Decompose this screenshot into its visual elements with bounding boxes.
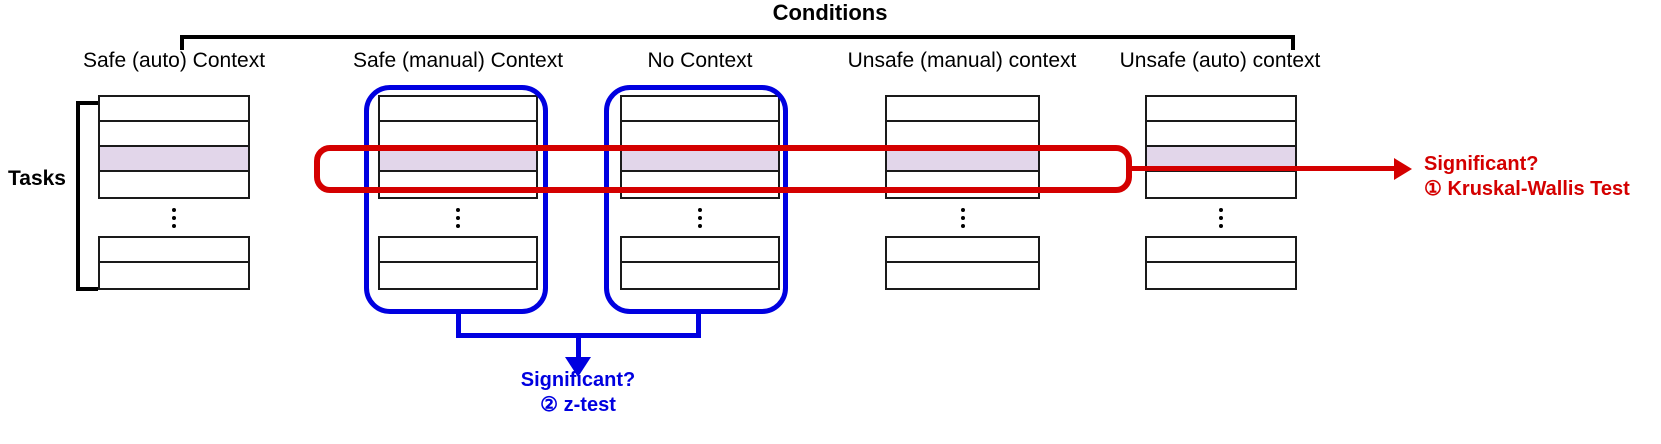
vertical-dots-icon <box>456 207 460 228</box>
vertical-dots-icon <box>698 207 702 228</box>
task-ellipsis <box>620 199 780 236</box>
conditions-bracket-top <box>180 35 1295 39</box>
task-group-bottom <box>885 236 1040 290</box>
task-ellipsis <box>1145 199 1297 236</box>
blue-test-label: ② z-test <box>540 394 616 416</box>
conditions-bracket-left-tick <box>180 35 184 50</box>
task-row-highlighted[interactable] <box>887 147 1038 172</box>
column-table-unsafe-auto <box>1145 95 1297 290</box>
task-group-bottom <box>620 236 780 290</box>
kruskal-wallis-annotation: Significant? ① Kruskal-Wallis Test <box>1424 152 1630 202</box>
task-row-highlighted[interactable] <box>622 147 778 172</box>
red-arrow-head-icon <box>1394 158 1412 180</box>
blue-bracket-right-stem <box>696 314 701 338</box>
task-group-top <box>1145 95 1297 199</box>
task-row[interactable] <box>100 238 248 263</box>
task-row[interactable] <box>100 172 248 197</box>
task-row[interactable] <box>622 122 778 147</box>
vertical-dots-icon <box>172 207 176 228</box>
red-row-highlight-box <box>314 145 1132 193</box>
column-header-unsafe-auto: Unsafe (auto) context <box>1119 49 1321 72</box>
column-header-safe-manual: Safe (manual) Context <box>352 49 564 72</box>
task-row[interactable] <box>1147 238 1295 263</box>
task-row[interactable] <box>1147 263 1295 288</box>
task-row[interactable] <box>380 97 536 122</box>
task-group-bottom <box>98 236 250 290</box>
task-row[interactable] <box>887 263 1038 288</box>
task-row[interactable] <box>100 97 248 122</box>
conditions-title: Conditions <box>772 0 888 25</box>
blue-question-label: Significant? <box>520 369 636 391</box>
task-group-top <box>98 95 250 199</box>
task-row[interactable] <box>622 238 778 263</box>
column-table-safe-auto <box>98 95 250 290</box>
task-group-bottom <box>1145 236 1297 290</box>
red-test-label: ① Kruskal-Wallis Test <box>1424 178 1630 200</box>
tasks-bracket-top-tick <box>76 101 98 105</box>
task-row[interactable] <box>1147 97 1295 122</box>
column-header-safe-auto: Safe (auto) Context <box>82 49 266 72</box>
tasks-bracket-bottom-tick <box>76 287 98 291</box>
task-row[interactable] <box>100 122 248 147</box>
task-row-highlighted[interactable] <box>380 147 536 172</box>
red-question-label: Significant? <box>1424 153 1539 175</box>
task-row[interactable] <box>887 238 1038 263</box>
blue-arrow-stem <box>576 333 581 359</box>
task-row[interactable] <box>887 122 1038 147</box>
tasks-axis-label: Tasks <box>8 167 66 190</box>
column-header-no-context: No Context <box>647 49 753 72</box>
task-ellipsis <box>98 199 250 236</box>
blue-arrow-head-icon <box>565 357 591 377</box>
conditions-bracket-right-tick <box>1291 35 1295 50</box>
task-row[interactable] <box>380 238 536 263</box>
task-ellipsis <box>885 199 1040 236</box>
task-row[interactable] <box>887 97 1038 122</box>
task-row[interactable] <box>622 263 778 288</box>
task-row[interactable] <box>380 263 536 288</box>
tasks-bracket-vertical <box>76 101 80 291</box>
task-row-highlighted[interactable] <box>100 147 248 172</box>
task-row[interactable] <box>380 122 536 147</box>
task-ellipsis <box>378 199 538 236</box>
vertical-dots-icon <box>1219 207 1223 228</box>
task-row[interactable] <box>1147 122 1295 147</box>
column-header-unsafe-manual: Unsafe (manual) context <box>847 49 1077 72</box>
task-row[interactable] <box>1147 172 1295 197</box>
task-group-bottom <box>378 236 538 290</box>
task-row[interactable] <box>100 263 248 288</box>
task-row[interactable] <box>622 97 778 122</box>
z-test-annotation: Significant? ② z-test <box>428 368 728 418</box>
vertical-dots-icon <box>960 207 965 228</box>
blue-bracket-left-stem <box>456 314 461 338</box>
red-connector-line <box>1130 166 1396 171</box>
